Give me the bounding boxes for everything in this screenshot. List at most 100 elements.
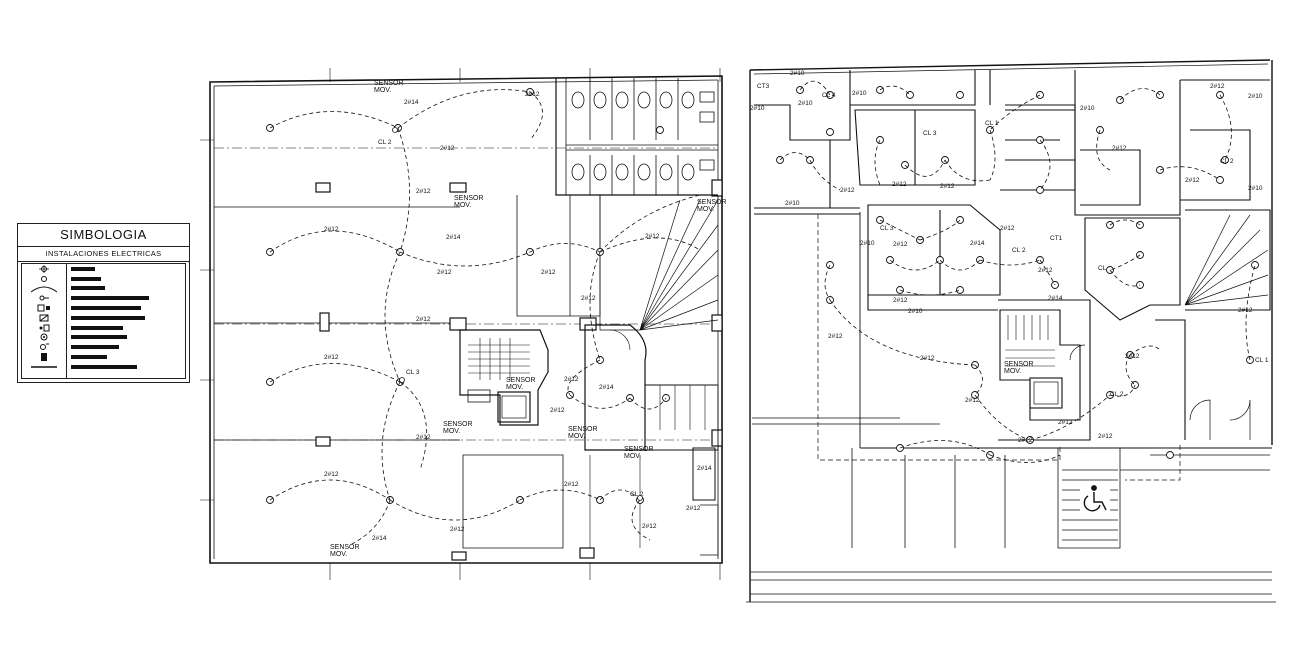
sensor-label: MOV. bbox=[330, 551, 347, 558]
cl-label: CL 2 bbox=[630, 491, 644, 498]
circuit-label: 2#10 bbox=[860, 240, 875, 247]
sensor-label: SENSOR bbox=[506, 377, 536, 384]
legend-description bbox=[67, 303, 185, 313]
legend-symbol bbox=[22, 323, 66, 333]
circuit-label: 2#12 bbox=[840, 187, 855, 194]
cl-label: CL 4 bbox=[822, 92, 836, 99]
legend-description bbox=[67, 333, 185, 343]
circuit-label: 2#12 bbox=[324, 226, 339, 233]
right-floor-plan bbox=[746, 59, 1276, 603]
circuit-label: 2#12 bbox=[324, 471, 339, 478]
circuit-label: 2#12 bbox=[450, 526, 465, 533]
circuit-label: 2#14 bbox=[599, 384, 614, 391]
legend-subtitle: INSTALACIONES ELECTRICAS bbox=[18, 247, 189, 262]
legend-table bbox=[21, 263, 186, 379]
circuit-label: 2#10 bbox=[790, 70, 805, 77]
circuit-label: 2#10 bbox=[750, 105, 765, 112]
circuit-label: 2#12 bbox=[581, 295, 596, 302]
legend-description bbox=[67, 342, 185, 352]
legend-description bbox=[67, 313, 185, 323]
cl-label: CL 2 bbox=[1012, 247, 1026, 254]
sensor-icon bbox=[39, 324, 50, 332]
legend-description bbox=[67, 323, 185, 333]
circuit-label: 2#12 bbox=[893, 241, 908, 248]
legend-symbol bbox=[22, 303, 66, 313]
sensor-label: MOV. bbox=[568, 433, 585, 440]
circuit-label: 2#12 bbox=[893, 297, 908, 304]
sensor-label: SENSOR bbox=[697, 199, 727, 206]
detector-icon bbox=[40, 333, 48, 341]
sensor-label: SENSOR bbox=[330, 544, 360, 551]
luminaire-icon bbox=[39, 264, 49, 273]
box-icon bbox=[41, 353, 47, 362]
circuit-label: 2#12 bbox=[686, 505, 701, 512]
cl-label: CL 1 bbox=[985, 120, 999, 127]
cl-label: CL 1 bbox=[1255, 357, 1269, 364]
circuit-label: 2#12 bbox=[965, 397, 980, 404]
circuit-label: 2#10 bbox=[908, 308, 923, 315]
sensor-label: SENSOR bbox=[568, 426, 598, 433]
circuit-label: 2#12 bbox=[940, 183, 955, 190]
circuit-label: 2#14 bbox=[446, 234, 461, 241]
sensor-label: MOV. bbox=[697, 206, 714, 213]
circuit-label: 2#12 bbox=[892, 181, 907, 188]
legend-description bbox=[67, 352, 185, 362]
circuit-label: 2#10 bbox=[785, 200, 800, 207]
sensor-label: SENSOR bbox=[624, 446, 654, 453]
legend-symbol bbox=[22, 333, 66, 343]
circuit-label: 2#10 bbox=[1248, 93, 1263, 100]
arc-circuit-icon bbox=[30, 286, 58, 293]
legend-symbol bbox=[22, 264, 66, 274]
circuit-label: 2#10 bbox=[798, 100, 813, 107]
circuit-label: 2#12 bbox=[1018, 437, 1033, 444]
conduit-icon bbox=[31, 366, 57, 368]
ct-label: CT3 bbox=[757, 83, 770, 90]
circuit-label: 2#12 bbox=[440, 145, 455, 152]
circuit-label: 2#10 bbox=[1248, 185, 1263, 192]
sensor-label: MOV. bbox=[443, 428, 460, 435]
circuit-label: 2#12 bbox=[645, 233, 660, 240]
circuit-label: 2#12 bbox=[416, 434, 431, 441]
sensor-label: MOV. bbox=[1004, 368, 1021, 375]
left-plan-labels: SENSOR MOV. 2#14 2#12 CL 2 2#12 2#12 SEN… bbox=[324, 80, 727, 558]
circuit-label: 2#12 bbox=[642, 523, 657, 530]
circuit-label: 2#12 bbox=[564, 376, 579, 383]
accessibility-icon bbox=[1083, 485, 1107, 512]
sensor-label: MOV. bbox=[374, 87, 391, 94]
cl-label: CL 3 bbox=[880, 225, 894, 232]
legend-descriptions-column bbox=[67, 264, 185, 378]
legend-symbol bbox=[22, 352, 66, 362]
circuit-label: 2#12 bbox=[1000, 225, 1015, 232]
sensor-label: MOV. bbox=[506, 384, 523, 391]
circuit-label: 2#12 bbox=[416, 188, 431, 195]
cl-label: CL 2 bbox=[378, 139, 392, 146]
legend-symbol bbox=[22, 284, 66, 294]
circuit-label: 2#12 bbox=[525, 91, 540, 98]
circuit-label: 2#12 bbox=[1125, 353, 1140, 360]
legend-description bbox=[67, 264, 185, 274]
circuit-label: 2#12 bbox=[541, 269, 556, 276]
cl-label: CL 2 bbox=[1110, 391, 1124, 398]
circuit-label: 2#12 bbox=[550, 407, 565, 414]
circuit-label: 2#12 bbox=[1038, 267, 1053, 274]
legend-description bbox=[67, 274, 185, 284]
circuit-label: 2#12 bbox=[324, 354, 339, 361]
legend-title: SIMBOLOGIA bbox=[18, 224, 189, 247]
legend-symbols-column bbox=[22, 264, 67, 378]
legend-description bbox=[67, 284, 185, 294]
switch-icon bbox=[39, 314, 49, 322]
sensor-label: SENSOR bbox=[1004, 361, 1034, 368]
legend-symbol bbox=[22, 342, 66, 352]
legend-description bbox=[67, 362, 185, 372]
circuit-label: 2#12 bbox=[1238, 307, 1253, 314]
legend-description bbox=[67, 293, 185, 303]
sensor-label: SENSOR bbox=[374, 80, 404, 87]
circuit-label: 2#12 bbox=[1058, 419, 1073, 426]
key-icon bbox=[39, 295, 49, 301]
circuit-label: 2#14 bbox=[1048, 295, 1063, 302]
sensor-label: MOV. bbox=[624, 453, 641, 460]
legend-symbol bbox=[22, 362, 66, 372]
ct-label: CT1 bbox=[1050, 235, 1063, 242]
circuit-label: 2#12 bbox=[416, 316, 431, 323]
